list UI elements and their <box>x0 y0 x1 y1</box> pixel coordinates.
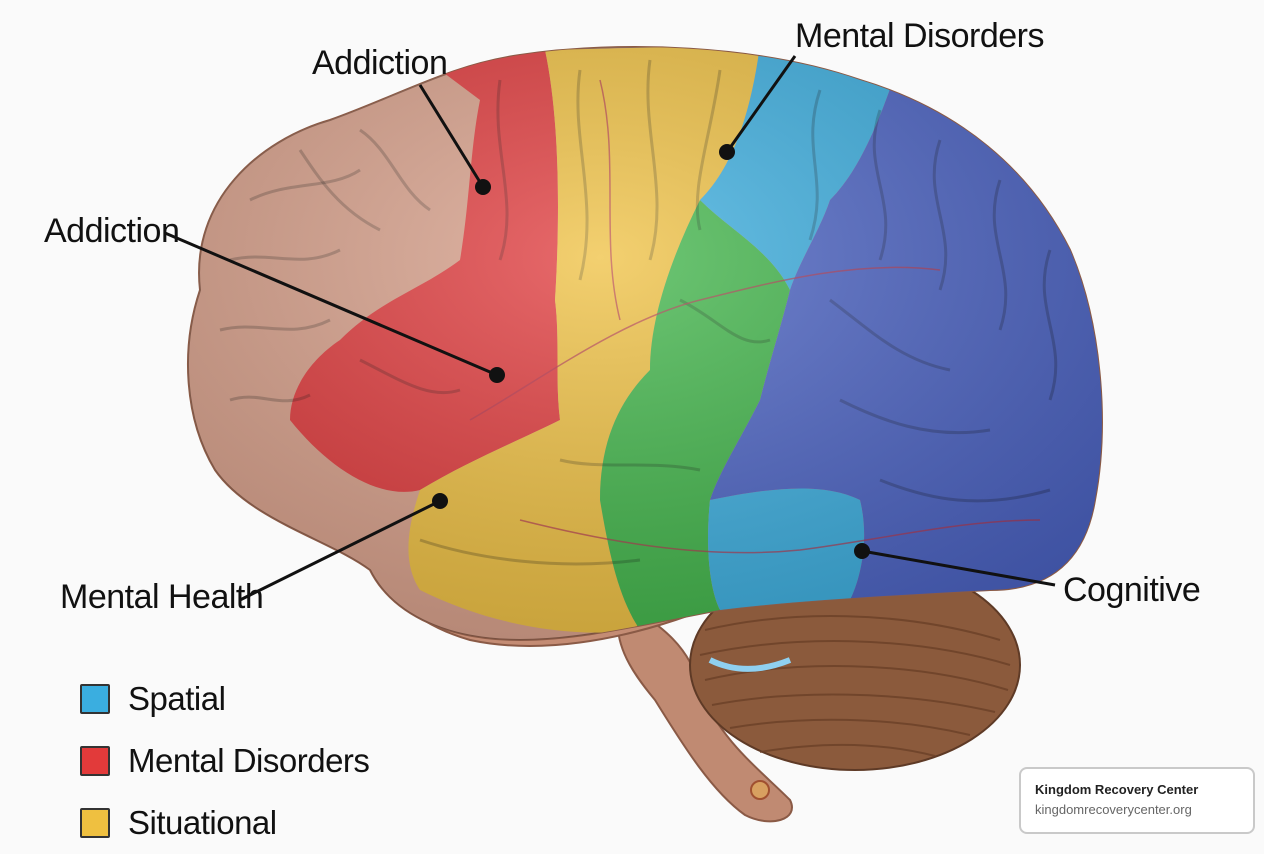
legend-swatch-spatial <box>80 684 110 714</box>
callout-addiction-top: Addiction <box>312 44 447 82</box>
badge-website-url: kingdomrecoverycenter.org <box>1035 802 1192 817</box>
callout-dots <box>432 144 870 559</box>
legend: Spatial Mental Disorders Situational <box>80 668 370 854</box>
callout-lines <box>164 55 1056 602</box>
callout-addiction-left: Addiction <box>44 212 179 250</box>
legend-swatch-situational <box>80 808 110 838</box>
cerebellum-folds <box>699 615 1011 757</box>
callout-cognitive: Cognitive <box>1063 571 1200 609</box>
legend-swatch-mental-disorders <box>80 746 110 776</box>
legend-item-mental-disorders: Mental Disorders <box>80 730 370 792</box>
legend-label-mental-disorders: Mental Disorders <box>128 742 370 779</box>
nerve-fiber <box>708 657 792 672</box>
callout-mental-disorders-top: Mental Disorders <box>795 17 1044 55</box>
legend-item-situational: Situational <box>80 792 369 854</box>
legend-label-spatial: Spatial <box>128 680 226 717</box>
badge-organization-name: Kingdom Recovery Center <box>1035 782 1199 797</box>
legend-item-spatial: Spatial <box>80 668 369 730</box>
source-badge: Kingdom Recovery Center kingdomrecoveryc… <box>1019 767 1255 834</box>
brainstem-marker <box>750 780 770 800</box>
legend-label-situational: Situational <box>128 804 277 841</box>
callout-mental-health: Mental Health <box>60 578 263 616</box>
